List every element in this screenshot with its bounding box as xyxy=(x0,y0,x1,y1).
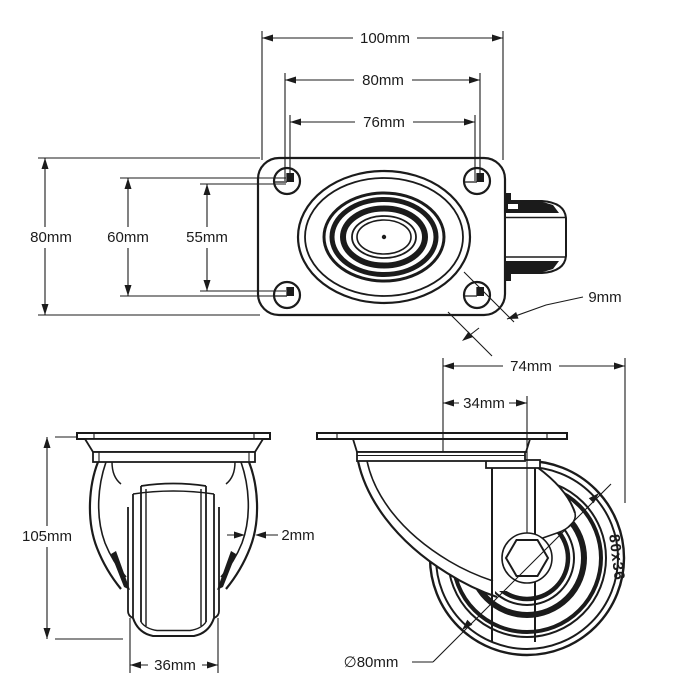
axle-hex-nut xyxy=(504,539,550,577)
dim-label-bolt-pitch-width-outer: 60mm xyxy=(107,229,149,246)
dim-bolt-pitch-length-inner: 76mm xyxy=(289,114,476,181)
wheel-top-profile xyxy=(504,193,567,281)
swivel-bearing-rings xyxy=(296,169,472,305)
dim-swivel-lead: 34mm xyxy=(443,395,527,412)
dim-bracket-thickness: 2mm xyxy=(227,527,315,544)
fork-foot-left xyxy=(111,551,130,590)
dim-plate-width: 80mm xyxy=(30,157,260,316)
dim-label-bolt-hole: 9mm xyxy=(588,289,621,306)
dim-label-bolt-pitch-length-outer: 80mm xyxy=(362,72,404,89)
wheel-size-marking: 80x36 xyxy=(605,533,628,581)
dim-plate-length: 100mm xyxy=(261,30,504,160)
dim-wheel-diameter: ∅80mm xyxy=(344,483,612,671)
dim-bolt-pitch-length-outer: 80mm xyxy=(284,72,481,181)
dim-label-bolt-pitch-width-inner: 55mm xyxy=(186,229,228,246)
dim-label-swivel-lead: 34mm xyxy=(463,395,505,412)
dim-label-wheel-width: 36mm xyxy=(154,657,196,674)
dim-overall-height: 105mm xyxy=(22,436,123,640)
dim-label-swivel-lead-total: 74mm xyxy=(510,358,552,375)
dim-label-plate-length: 100mm xyxy=(360,30,410,47)
side-fork xyxy=(356,459,577,642)
axle-hub xyxy=(501,396,553,584)
dim-swivel-lead-total: 74mm xyxy=(442,358,626,503)
side-view: 80x36 xyxy=(316,358,628,671)
front-plate-and-housing xyxy=(76,432,271,463)
dim-label-bracket-thickness: 2mm xyxy=(281,527,314,544)
dim-bolt-pitch-width-inner: 55mm xyxy=(186,183,286,292)
front-wheel xyxy=(127,482,220,637)
dim-label-bolt-pitch-length-inner: 76mm xyxy=(363,114,405,131)
dim-label-plate-width: 80mm xyxy=(30,229,72,246)
dim-bolt-pitch-width-outer: 60mm xyxy=(107,177,286,297)
fork-foot-right xyxy=(217,551,236,590)
dim-label-overall-height: 105mm xyxy=(22,528,72,545)
front-fork xyxy=(88,461,259,590)
dim-bolt-hole: 9mm xyxy=(447,271,622,357)
front-view: 105mm 36mm 2mm xyxy=(22,432,315,674)
top-view: 100mm 80mm 76mm 80mm 60mm xyxy=(30,30,622,357)
bolt-holes xyxy=(272,166,492,310)
dim-label-wheel-diameter: ∅80mm xyxy=(344,654,399,671)
dim-wheel-width: 36mm xyxy=(129,618,219,674)
side-plate-and-housing xyxy=(316,432,568,462)
